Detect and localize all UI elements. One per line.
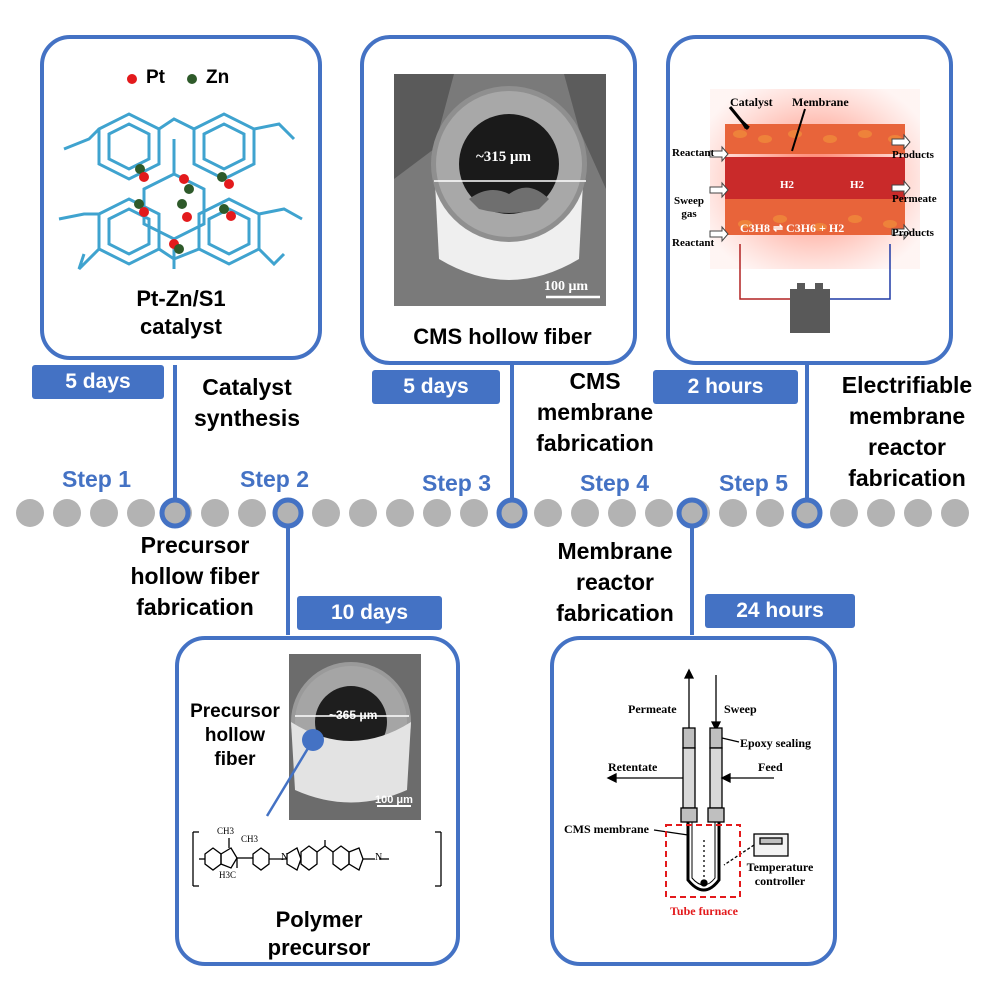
electric-reactor-image <box>709 89 920 333</box>
sem-scale-label: 100 μm <box>375 794 413 806</box>
timeline-dot <box>571 499 599 527</box>
milestone-step1 <box>159 497 191 529</box>
timeline-dot <box>719 499 747 527</box>
catalyst-caption: Pt-Zn/S1 catalyst <box>136 286 226 339</box>
tube-furnace-label: Tube furnace <box>670 904 738 918</box>
sweep-label: Sweep <box>724 702 757 716</box>
timeline-dot <box>201 499 229 527</box>
cms-scale-label: 100 μm <box>544 279 589 294</box>
reactor-schematic <box>606 668 789 898</box>
stage1-title: Catalyst synthesis <box>193 374 301 431</box>
sweep-gas-label: Sweep gas <box>674 195 704 220</box>
stage3-title: CMS membrane fabrication <box>536 368 654 456</box>
retentate-label: Retentate <box>608 760 658 774</box>
stage4-duration-badge: 24 hours <box>705 594 855 628</box>
electric-panel: Catalyst Membrane Reactant Sweep gas Rea… <box>666 35 953 365</box>
reactant-top-label: Reactant <box>672 147 715 159</box>
products-top-label: Products <box>892 149 934 161</box>
pt-legend-dot <box>127 74 137 84</box>
timeline-dot <box>608 499 636 527</box>
cms-diameter-label: ~315 μm <box>476 149 532 165</box>
reactor-panel: Permeate Sweep Epoxy sealing Retentate F… <box>550 636 837 966</box>
timeline-dot <box>904 499 932 527</box>
pt-legend-label: Pt <box>146 67 165 88</box>
h2-right-label: H2 <box>850 179 865 191</box>
timeline-dot <box>534 499 562 527</box>
milestone-markers <box>159 497 823 529</box>
cms-sem-image <box>394 74 606 306</box>
stage3-duration-badge: 5 days <box>372 370 500 404</box>
precursor-image <box>192 654 442 887</box>
timeline-dots <box>16 499 969 527</box>
timeline-dot <box>645 499 673 527</box>
step-label-1: Step 1 <box>62 466 132 492</box>
stage2-title: Precursor hollow fiber fabrication <box>130 532 260 620</box>
stage1-duration-badge: 5 days <box>32 365 164 399</box>
stage5-duration-badge: 2 hours <box>653 370 798 404</box>
precursor-caption: Polymer precursor <box>267 907 371 960</box>
step-label-3: Step 3 <box>422 470 492 496</box>
cms-membrane-label: CMS membrane <box>564 822 649 836</box>
timeline-dot <box>238 499 266 527</box>
h2-left-label: H2 <box>780 179 795 191</box>
stage2-duration-badge: 10 days <box>297 596 442 630</box>
timeline-dot <box>941 499 969 527</box>
milestone-step3 <box>496 497 528 529</box>
tube-furnace-outline <box>665 824 741 898</box>
step-label-2: Step 2 <box>240 466 310 492</box>
step-label-5: Step 5 <box>719 470 789 496</box>
timeline-dot <box>386 499 414 527</box>
reactant-bottom-label: Reactant <box>672 237 715 249</box>
permeate-label: Permeate <box>628 702 677 716</box>
membrane-label: Membrane <box>792 95 849 109</box>
temperature-controller-label: Temperature controller <box>746 860 814 888</box>
milestone-step4 <box>676 497 708 529</box>
polymer-structure <box>192 831 442 887</box>
step-label-4: Step 4 <box>580 470 650 496</box>
zn-legend-dot <box>187 74 197 84</box>
precursor-fiber-label: Precursor hollow fiber <box>190 701 280 770</box>
reaction-label: C3H8 ⇌ C3H6 + H2 <box>740 221 845 235</box>
catalyst-label: Catalyst <box>730 95 773 109</box>
zeolite-framework <box>58 112 303 271</box>
timeline-dot <box>53 499 81 527</box>
precursor-panel: ~365 μm 100 μm Precursor hollow fiber CH… <box>175 636 460 966</box>
cms-caption: CMS hollow fiber <box>413 324 592 349</box>
timeline-dot <box>756 499 784 527</box>
sem-diameter-label: ~365 μm <box>329 708 378 722</box>
cms-panel: ~315 μm 100 μm CMS hollow fiber <box>360 35 637 365</box>
stage4-title: Membrane reactor fabrication <box>556 538 674 626</box>
timeline-dot <box>867 499 895 527</box>
chem-n1: N <box>281 852 289 863</box>
timeline-dot <box>830 499 858 527</box>
products-bottom-label: Products <box>892 227 934 239</box>
zn-legend-label: Zn <box>206 67 230 88</box>
feed-label: Feed <box>758 760 783 774</box>
milestone-step2 <box>272 497 304 529</box>
catalyst-structure-image <box>58 74 303 271</box>
chem-h3c: H3C <box>219 870 237 880</box>
milestone-step5 <box>791 497 823 529</box>
timeline-dot <box>460 499 488 527</box>
chem-ch3-a: CH3 <box>217 826 235 836</box>
chem-ch3-b: CH3 <box>241 834 259 844</box>
catalyst-panel: Pt Zn Pt-Zn/S1 catalyst <box>40 35 322 360</box>
stage5-title: Electrifiable membrane reactor fabricati… <box>841 372 973 491</box>
permeate-out-label: Permeate <box>892 193 937 205</box>
timeline-dot <box>127 499 155 527</box>
timeline-dot <box>90 499 118 527</box>
timeline-dot <box>312 499 340 527</box>
timeline-dot <box>349 499 377 527</box>
metal-particles <box>134 164 236 254</box>
epoxy-sealing-label: Epoxy sealing <box>740 736 812 750</box>
timeline-dot <box>16 499 44 527</box>
timeline-dot <box>423 499 451 527</box>
chem-n2: N <box>375 852 383 863</box>
